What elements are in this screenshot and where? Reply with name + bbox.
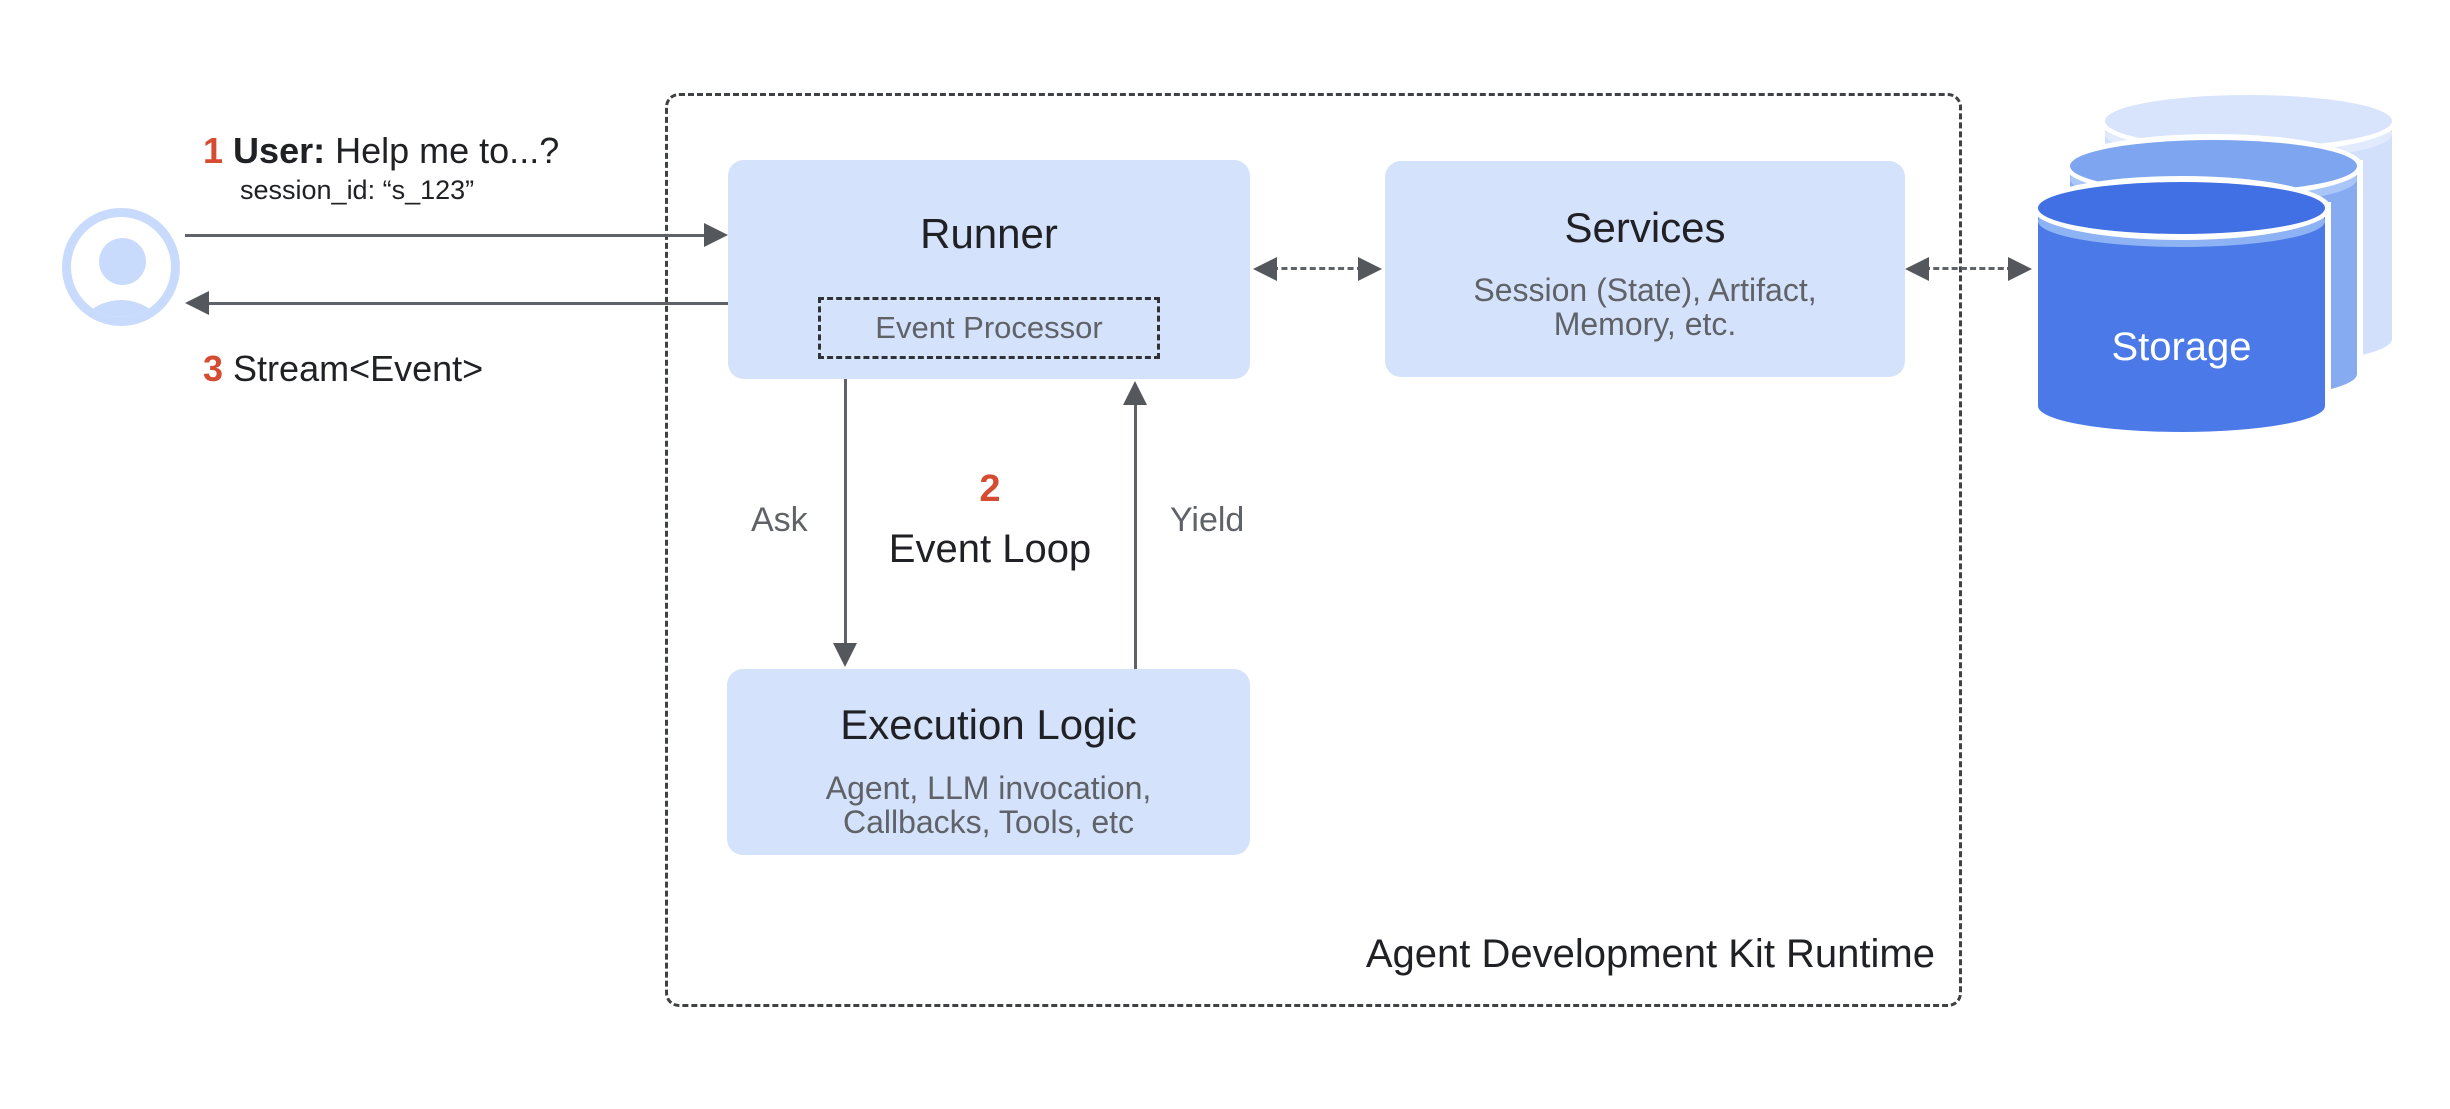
- execution-logic-subtitle: Agent, LLM invocation, Callbacks, Tools,…: [727, 771, 1250, 839]
- services-subtitle-line2: Memory, etc.: [1553, 306, 1737, 342]
- services-subtitle-line1: Session (State), Artifact,: [1473, 272, 1817, 308]
- ask-arrowhead-icon: [833, 643, 857, 667]
- execution-subtitle-line1: Agent, LLM invocation,: [825, 770, 1152, 806]
- runner-to-user-arrowhead-icon: [185, 291, 209, 315]
- session-id-label: session_id: “s_123”: [240, 175, 475, 205]
- yield-label: Yield: [1170, 501, 1245, 539]
- services-storage-left-arrowhead-icon: [1905, 257, 1929, 281]
- user-to-runner-arrowhead-icon: [704, 223, 728, 247]
- ask-arrow-line: [844, 379, 847, 645]
- yield-arrowhead-icon: [1123, 381, 1147, 405]
- event-loop-label: Event Loop: [888, 527, 1092, 571]
- avatar-head: [99, 238, 146, 285]
- step-1-number: 1: [203, 130, 224, 171]
- storage-cylinder-front: [2038, 182, 2325, 432]
- execution-logic-title: Execution Logic: [840, 701, 1137, 748]
- ask-label: Ask: [751, 501, 808, 539]
- runner-box: Runner Event Processor: [728, 160, 1250, 379]
- user-avatar-icon: [62, 208, 180, 326]
- runner-to-user-arrow-line: [207, 302, 728, 305]
- services-subtitle: Session (State), Artifact, Memory, etc.: [1385, 273, 1905, 341]
- adk-runtime-label: Agent Development Kit Runtime: [1365, 932, 1935, 976]
- event-loop-number: 2: [979, 468, 1001, 510]
- runner-services-right-arrowhead-icon: [1358, 257, 1382, 281]
- services-title: Services: [1564, 204, 1726, 251]
- storage-back-top: [2105, 95, 2392, 147]
- runner-services-dashed-line: [1272, 267, 1363, 270]
- storage-front-top: [2038, 182, 2325, 234]
- stream-event-text: Stream<Event>: [233, 348, 484, 389]
- runner-services-left-arrowhead-icon: [1253, 257, 1277, 281]
- services-storage-right-arrowhead-icon: [2008, 257, 2032, 281]
- avatar-shoulders: [71, 300, 171, 317]
- event-processor-label: Event Processor: [875, 310, 1103, 345]
- user-request-text: Help me to...?: [335, 130, 560, 171]
- step-3-number: 3: [203, 348, 224, 389]
- yield-arrow-line: [1134, 403, 1137, 669]
- runner-title: Runner: [920, 210, 1058, 257]
- stream-event-label: 3 Stream<Event>: [203, 348, 483, 390]
- storage-label: Storage: [2111, 325, 2252, 369]
- execution-subtitle-line2: Callbacks, Tools, etc: [842, 804, 1135, 840]
- user-request-label: 1 User: Help me to...?: [203, 130, 559, 172]
- adk-runtime-container: [665, 93, 1962, 1007]
- services-storage-dashed-line: [1924, 267, 2013, 270]
- services-box: Services Session (State), Artifact, Memo…: [1385, 161, 1905, 377]
- event-processor-box: Event Processor: [818, 297, 1160, 359]
- user-request-speaker: User:: [233, 130, 326, 171]
- execution-logic-box: Execution Logic Agent, LLM invocation, C…: [727, 669, 1250, 855]
- user-to-runner-arrow-line: [185, 234, 706, 237]
